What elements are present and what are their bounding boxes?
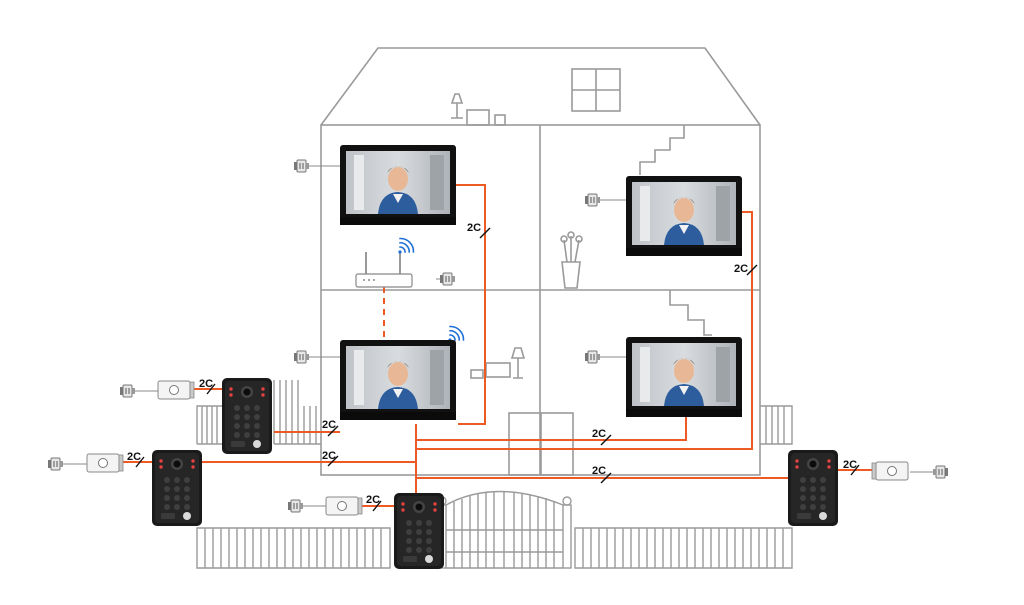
video-monitor-icon [340, 145, 456, 225]
power-adapter-icon [287, 499, 304, 513]
video-monitor-icon [626, 337, 742, 417]
wire-monitor2-to-hub [416, 211, 753, 450]
power-adapters [47, 159, 949, 513]
wire-monitor1-to-monitor3 [456, 184, 486, 425]
cable-label: 2C [467, 222, 481, 234]
cable-label: 2C [734, 263, 748, 275]
wifi-router-icon [355, 252, 413, 288]
keypad-door-station-icon [394, 493, 444, 569]
video-monitor-icon [340, 340, 456, 420]
cable-label: 2C [199, 378, 213, 390]
wifi-signal-icon [397, 234, 418, 255]
cable-label: 2C [127, 451, 141, 463]
power-adapter-icon [293, 159, 310, 173]
cable-label: 2C [366, 494, 380, 506]
power-adapter-icon [932, 465, 949, 479]
cable-label: 2C [843, 459, 857, 471]
electric-lock-icon [86, 453, 124, 473]
cable-markers [135, 227, 860, 512]
cable-label: 2C [592, 465, 606, 477]
keypad-door-station-icon [222, 378, 272, 454]
wifi-signal-icon [447, 322, 468, 343]
power-adapter-icon [293, 350, 310, 364]
power-adapter-icon [584, 193, 601, 207]
power-adapter-icon [119, 384, 136, 398]
cable-label: 2C [322, 419, 336, 431]
cable-label: 2C [592, 428, 606, 440]
power-adapter-icon [439, 272, 456, 286]
house-structure [320, 47, 761, 476]
electric-lock-icon [325, 496, 363, 516]
power-adapter-icon [584, 350, 601, 364]
power-adapter-icon [47, 457, 64, 471]
cable-label: 2C [322, 450, 336, 462]
cable-labels: 2C 2C 2C 2C 2C 2C 2C 2C 2C 2C [127, 222, 857, 506]
electric-lock-icon [157, 380, 195, 400]
keypad-door-station-icon [152, 450, 202, 526]
keypad-door-station-icon [788, 450, 838, 526]
video-monitor-icon [626, 176, 742, 256]
electric-lock-icon [871, 461, 909, 481]
wiring [122, 184, 872, 507]
wire-monitor4-to-hub [416, 416, 687, 441]
